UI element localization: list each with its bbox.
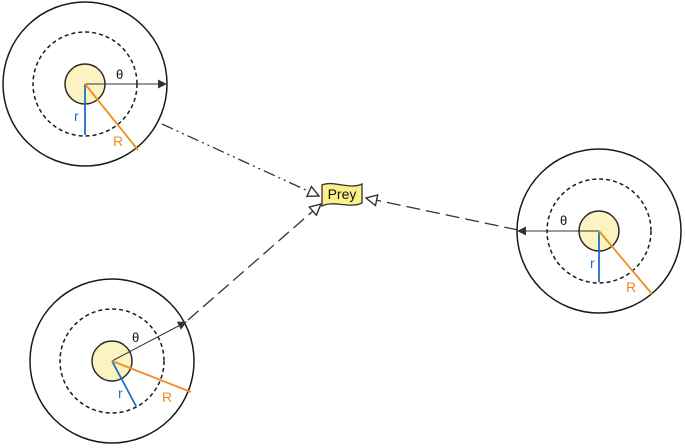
r-label: r [118, 385, 123, 401]
connector-top-left [161, 123, 319, 196]
R-line [111, 360, 192, 393]
prey-flag-shape [321, 182, 363, 208]
R-label: R [113, 133, 123, 149]
theta-arrow [111, 321, 187, 362]
dashed-circle [59, 308, 165, 414]
R-line [84, 83, 139, 151]
r-label: r [590, 255, 595, 271]
predator-top-left: θ r R [2, 1, 168, 167]
connector-bottom-left [187, 204, 321, 321]
R-label: R [162, 389, 172, 405]
R-line [598, 230, 653, 295]
predator-right: θ r R [516, 148, 682, 314]
theta-label: θ [116, 67, 123, 82]
theta-label: θ [132, 330, 139, 345]
theta-label: θ [560, 213, 567, 228]
outer-circle [2, 1, 168, 167]
r-label: r [74, 108, 79, 124]
predator-bottom-left: θ r R [29, 278, 195, 444]
prey-label: Prey [328, 186, 357, 202]
prey-node: Prey [321, 182, 363, 208]
outer-circle [516, 148, 682, 314]
outer-circle [29, 278, 195, 444]
connector-right [366, 198, 519, 231]
r-line [111, 360, 137, 407]
R-label: R [626, 279, 636, 295]
